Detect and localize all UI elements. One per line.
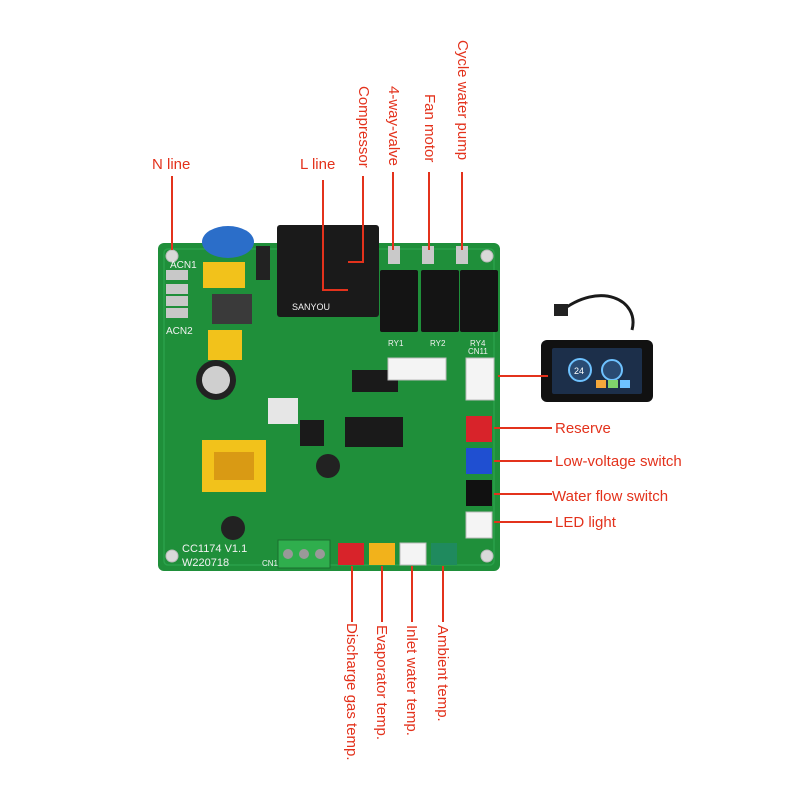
screw — [299, 549, 309, 559]
led-light-label: LED light — [555, 514, 616, 531]
relay-ry1 — [380, 270, 418, 332]
four-way-valve-label: 4-way-valve — [385, 86, 402, 167]
capacitor — [221, 516, 245, 540]
terminal — [422, 246, 434, 264]
l-line-label: L line — [300, 156, 336, 173]
acn2-terminal — [166, 308, 188, 318]
terminal — [456, 246, 468, 264]
connector-cn11 — [465, 357, 495, 401]
choke — [212, 294, 252, 324]
display-cable — [559, 294, 635, 331]
capacitor-top — [202, 366, 230, 394]
ic-chip — [352, 370, 398, 392]
compressor-label: Compressor — [355, 86, 372, 168]
model-marking: CC1174 V1.1 — [182, 543, 247, 555]
mount-hole — [480, 549, 494, 563]
connector-reserve — [466, 416, 492, 442]
reserve-label: Reserve — [555, 420, 611, 437]
acn1-terminal — [166, 284, 188, 294]
x-capacitor — [203, 262, 245, 288]
mount-hole — [480, 249, 494, 263]
relay-brand: SANYOU — [292, 302, 330, 312]
date-marking: W220718 — [182, 557, 229, 569]
fan-motor-label: Fan motor — [421, 94, 438, 163]
white-part — [268, 398, 298, 424]
acn2-terminal — [166, 296, 188, 306]
ry1-marking: RY1 — [388, 339, 404, 348]
cn1-marking: CN1 — [262, 559, 279, 568]
connector-discharge — [338, 543, 364, 565]
compressor-relay — [277, 225, 379, 317]
status-tile — [620, 380, 630, 388]
capacitor — [316, 454, 340, 478]
acn1-terminal — [166, 270, 188, 280]
status-tile — [608, 380, 618, 388]
low-voltage-switch-label: Low-voltage switch — [555, 453, 682, 470]
acn2-marking: ACN2 — [166, 326, 193, 337]
callout-lines — [171, 172, 552, 622]
connector-evaporator — [369, 543, 395, 565]
ambient-temp-label: Ambient temp. — [434, 625, 451, 722]
evaporator-temp-label: Evaporator temp. — [373, 625, 390, 741]
connector-ambient — [431, 543, 457, 565]
cycle-water-pump-label: Cycle water pump — [454, 40, 471, 161]
ry2-marking: RY2 — [430, 339, 446, 348]
connector-low-voltage — [466, 448, 492, 474]
acn1-marking: ACN1 — [170, 260, 197, 271]
screw — [315, 549, 325, 559]
status-tile — [596, 380, 606, 388]
transformer-core — [214, 452, 254, 480]
terminal — [388, 246, 400, 264]
blue-capacitor — [202, 226, 254, 258]
relay-ry4 — [460, 270, 498, 332]
connector-inlet — [399, 542, 427, 566]
display-value: 24 — [574, 366, 584, 376]
compressor-leader — [348, 176, 364, 263]
cable-plug — [554, 304, 568, 316]
ry4-marking: RY4 — [470, 339, 486, 348]
capacitor — [208, 330, 242, 360]
ic-chip — [345, 417, 403, 447]
screw — [283, 549, 293, 559]
connector-cn2 — [387, 357, 447, 381]
relay-ry2 — [421, 270, 459, 332]
water-flow-switch-label: Water flow switch — [552, 488, 669, 505]
inlet-water-temp-label: Inlet water temp. — [403, 625, 420, 736]
n-line-label: N line — [152, 156, 191, 173]
fuse — [256, 246, 270, 280]
l-line-leader — [322, 180, 348, 291]
connector-water-flow — [466, 480, 492, 506]
gauge-icon — [601, 359, 623, 381]
mount-hole — [165, 549, 179, 563]
gauge-icon — [568, 358, 592, 382]
cn11-marking: CN11 — [468, 347, 488, 356]
regulator — [300, 420, 324, 446]
discharge-gas-temp-label: Discharge gas temp. — [343, 623, 360, 761]
connector-led — [465, 511, 493, 539]
